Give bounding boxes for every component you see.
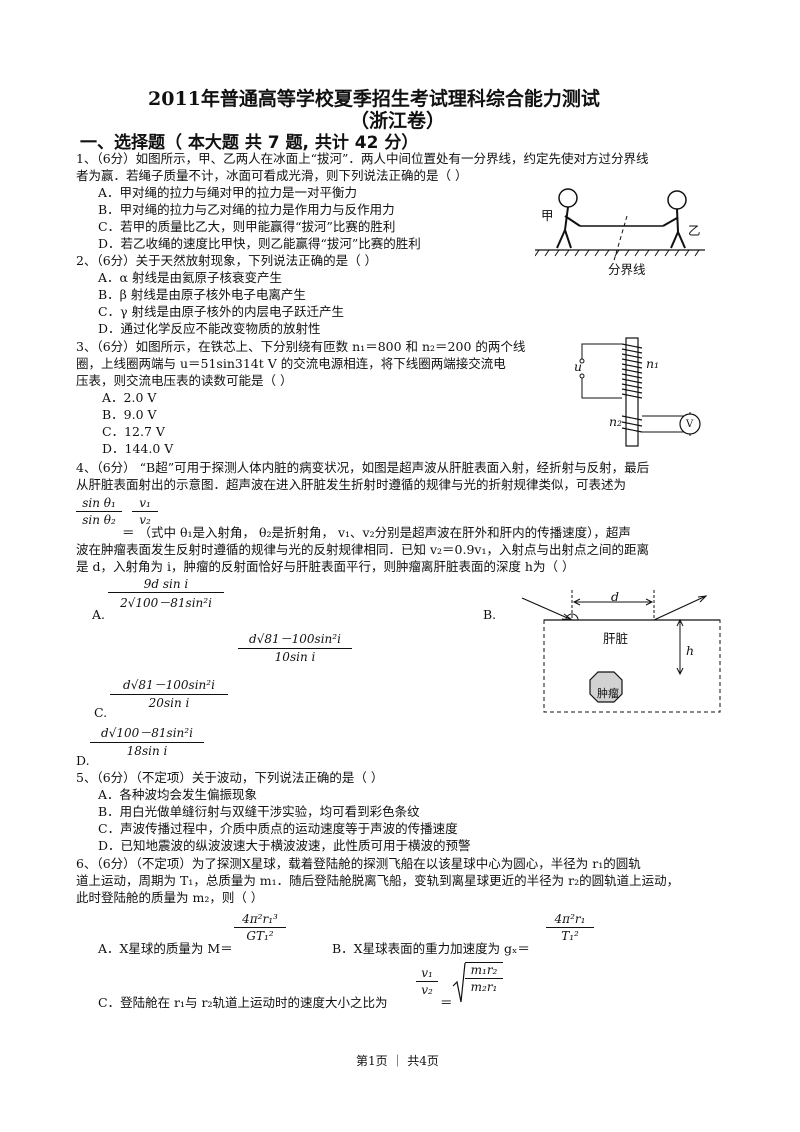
q5-option-c: C．声波传播过程中，介质中质点的运动速度等于声波的传播速度 [98, 821, 458, 836]
q6-c-root-denominator: m₂r₁ [470, 980, 498, 994]
q4-a-numerator: 9d sin i [108, 577, 224, 593]
page-title: 2011年普通高等学校夏季招生考试理科综合能力测试 [148, 88, 600, 110]
q6-c-root-numerator: m₁r₂ [465, 963, 503, 979]
q4-option-b-formula: d√81－100sin²i 10sin i [238, 630, 352, 664]
transformer-figure [579, 337, 701, 447]
q4-stem-1: 4、（6分） “B超”可用于探测人体内脏的病变状况，如图是超声波从肝脏表面入射，… [76, 460, 650, 475]
page-subtitle: （浙江卷） [350, 110, 446, 132]
q5-option-b: B．用白光做单缝衍射与双缝干涉实验，均可看到彩色条纹 [98, 804, 420, 819]
q3-stem-3: 压表，则交流电压表的读数可能是（ ） [76, 373, 293, 388]
fig-label-jia: 甲 [541, 208, 554, 223]
q1-option-c: C．若甲的质量比乙大，则甲能赢得“拔河”比赛的胜利 [98, 219, 396, 234]
fig-label-liver: 肝脏 [603, 631, 629, 646]
q4-d-numerator: d√100－81sin²i [90, 724, 204, 743]
fig-label-d: d [611, 589, 620, 604]
q6-option-c-root: m₁r₂ m₂r₁ [465, 962, 503, 994]
ultrasound-figure [521, 590, 721, 713]
q6-option-a: A．X星球的质量为 M＝ [98, 941, 233, 956]
snell-fraction-right: v₁ v₂ [132, 496, 158, 527]
q3-option-b: B．9.0 V [102, 407, 157, 422]
q1-option-a: A．甲对绳的拉力与绳对甲的拉力是一对平衡力 [98, 185, 358, 200]
q6-option-a-formula: 4π²r₁³ GT₁² [234, 912, 286, 943]
sqrt-radical [452, 962, 466, 1003]
q3-stem-1: 3、（6分）如图所示，在铁芯上、下分别绕有匝数 n₁＝800 和 n₂＝200 … [76, 339, 526, 354]
q4-option-d-label: D. [76, 753, 90, 768]
q4-stem-4: 波在肿瘤表面发生反射时遵循的规律与光的反射规律相同．已知 v₂＝0.9v₁，入射… [76, 542, 649, 557]
fig-label-u: u [574, 359, 583, 374]
q4-option-d-formula: d√100－81sin²i 18sin i [90, 724, 204, 758]
fig-label-n1: n₁ [646, 356, 660, 371]
q4-c-numerator: d√81－100sin²i [110, 676, 228, 695]
q4-c-denominator: 20sin i [148, 696, 190, 710]
q6-a-denominator: GT₁² [246, 929, 274, 943]
q6-option-c: C．登陆舱在 r₁与 r₂轨道上运动时的速度大小之比为 [98, 995, 388, 1010]
voltmeter-label: V [686, 419, 694, 430]
snell-den-left: sin θ₂ [82, 513, 116, 527]
q3-stem-2: 圈，上线圈两端与 u＝51sin314t V 的交流电源相连，将下线圈两端接交流… [76, 356, 506, 371]
q2-option-a: A．α 射线是由氦原子核衰变产生 [98, 270, 282, 285]
q4-option-c-formula: d√81－100sin²i 20sin i [110, 676, 228, 710]
section-heading: 一、选择题（ 本大题 共 7 题, 共计 42 分） [80, 133, 419, 153]
q1-option-b: B．甲对绳的拉力与乙对绳的拉力是作用力与反作用力 [98, 202, 395, 217]
q4-stem-3: ＝ （式中 θ₁是入射角， θ₂是折射角， v₁、v₂分别是超声波在肝外和肝内的… [122, 525, 631, 540]
q6-option-b: B．X星球表面的重力加速度为 gₓ＝ [332, 941, 530, 956]
q6-c-denominator: v₂ [421, 983, 433, 997]
snell-num-left: sin θ₁ [76, 496, 122, 512]
q6-option-b-formula: 4π²r₁ T₁² [546, 912, 594, 943]
q5-option-d: D．已知地震波的纵波波速大于横波波速，此性质可用于横波的预警 [98, 838, 471, 853]
snell-fraction-left: sin θ₁ sin θ₂ [76, 496, 122, 527]
q5-option-a: A．各种波均会发生偏振现象 [98, 787, 258, 802]
q3-option-c: C．12.7 V [102, 424, 165, 439]
q4-option-b-label: B. [483, 607, 497, 622]
q4-b-denominator: 10sin i [274, 650, 316, 664]
fig-label-tumor: 肿瘤 [597, 687, 619, 700]
fig-label-n2: n₂ [609, 414, 623, 429]
q6-option-c-equals: ＝ [440, 995, 453, 1010]
q3-option-a: A．2.0 V [102, 390, 157, 405]
q5-stem: 5、（6分）（不定项）关于波动，下列说法正确的是（ ） [76, 770, 384, 785]
q3-option-d: D．144.0 V [102, 441, 174, 456]
q6-option-c-ratio: v₁ v₂ [416, 966, 438, 997]
q6-stem-2: 道上运动，周期为 T₁，总质量为 m₁．随后登陆舱脱离飞船，变轨到离星球更近的半… [76, 873, 680, 888]
q4-option-a-label: A. [92, 607, 106, 622]
q1-stem-1: 1、（6分）如图所示，甲、乙两人在冰面上“拔河”．两人中间位置处有一分界线，约定… [76, 151, 649, 166]
tug-of-war-figure [535, 188, 705, 265]
snell-num-right: v₁ [132, 496, 158, 512]
q4-stem-5: 是 d，入射角为 i，肿瘤的反射面恰好与肝脏表面平行，则肿瘤离肝脏表面的深度 h… [76, 559, 575, 574]
q2-option-b: B．β 射线是由原子核外电子电离产生 [98, 287, 306, 302]
q6-c-numerator: v₁ [416, 966, 438, 982]
q6-a-numerator: 4π²r₁³ [234, 912, 286, 928]
q4-a-denominator: 2√100－81sin²i [120, 596, 212, 610]
fig-label-yi: 乙 [688, 223, 701, 238]
q4-option-c-label: C. [94, 705, 108, 720]
q6-b-numerator: 4π²r₁ [546, 912, 594, 928]
q4-stem-2: 从肝脏表面射出的示意图．超声波在进入肝脏发生折射时遵循的规律与光的折射规律类似，… [76, 477, 627, 492]
q4-option-a-formula: 9d sin i 2√100－81sin²i [108, 577, 224, 611]
fig-label-boundary: 分界线 [608, 262, 646, 277]
q2-option-c: C．γ 射线是由原子核外的内层电子跃迁产生 [98, 304, 345, 319]
page-footer: 第1页 ｜ 共4页 [356, 1054, 439, 1068]
q2-stem: 2、（6分）关于天然放射现象，下列说法正确的是（ ） [76, 253, 378, 268]
q6-stem-1: 6、（6分）（不定项）为了探测X星球，载着登陆舱的探测飞船在以该星球中心为圆心，… [76, 856, 641, 871]
q6-b-denominator: T₁² [561, 929, 579, 943]
fig-label-h: h [686, 643, 695, 658]
q4-b-numerator: d√81－100sin²i [238, 630, 352, 649]
q1-option-d: D．若乙收绳的速度比甲快，则乙能赢得“拔河”比赛的胜利 [98, 236, 421, 251]
q6-stem-3: 此时登陆舱的质量为 m₂，则（ ） [76, 890, 264, 905]
snell-den-right: v₂ [139, 513, 151, 527]
q1-stem-2: 者为赢．若绳子质量不计，冰面可看成光滑，则下列说法正确的是（ ） [76, 168, 468, 183]
q4-d-denominator: 18sin i [126, 744, 168, 758]
q2-option-d: D．通过化学反应不能改变物质的放射性 [98, 321, 321, 336]
